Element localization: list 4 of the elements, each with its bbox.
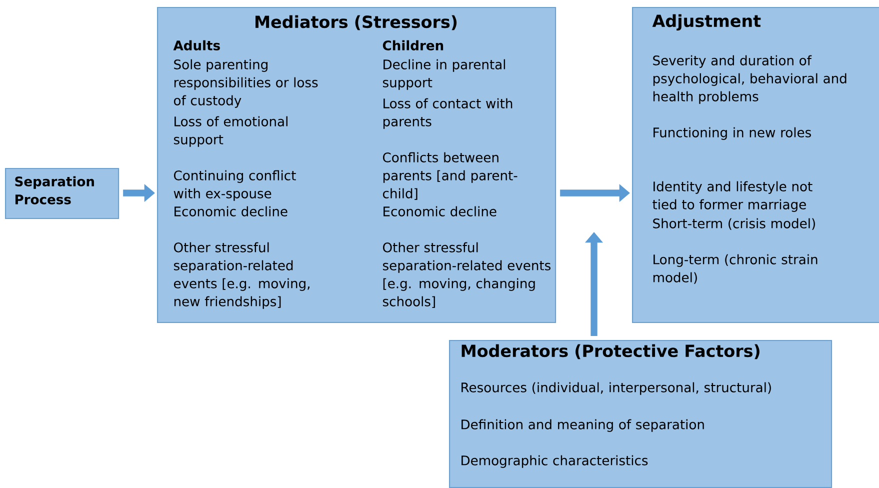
factor-box: Moderators (Protective Factors) Resources (individual, interpersonal, structural) Definition and meaning of separation Demographic characteristics (449, 340, 832, 488)
stage-box: Separation Process (5, 168, 120, 220)
factor-box: Mediators (Stressors) Adults Sole parenting responsibilities or loss of custody Loss of emotional support Continuing conflict with ex-spouse Economic decline Other stressful separation-related events [e.g. moving, new friendships] Children Decline in parental support Loss of contact with parents Conflicts between parents [and parent-child] Economic decline Other stressful separation-related events [e.g. moving, changing schools] (157, 7, 556, 324)
factor-box: Adjustment Severity and duration of psychological, behavioral and health problems Functioning in new roles Identity and lifestyle not tied to former marriage Short-term (crisis model) Long-term (chronic strain model) (632, 7, 879, 324)
